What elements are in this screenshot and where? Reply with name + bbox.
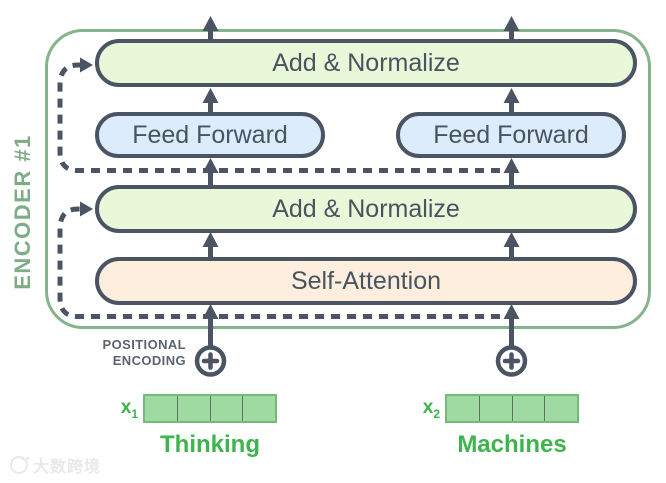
x2-embedding-vector [445,394,579,423]
vector-cell [145,396,178,421]
x1-embedding-vector [143,394,277,423]
encoder-frame [45,29,651,329]
vector-cell [243,396,275,421]
x2-var: x [422,397,434,418]
self-attention-label: Self-Attention [290,266,442,295]
encoder-label: ENCODER #1 [10,134,35,290]
add-normalize-top-label: Add & Normalize [272,48,460,77]
self-attention-box: Self-Attention [95,257,637,305]
plus-circle-icon-left [194,345,227,377]
feed-forward-left-box: Feed Forward [95,112,325,158]
feed-forward-left-label: Feed Forward [132,120,288,149]
input-word-thinking: Thinking [160,431,260,458]
input-word-machines: Machines [457,431,567,458]
watermark-logo-icon [10,456,29,474]
vector-cell [211,396,244,421]
add-normalize-mid-box: Add & Normalize [95,185,637,233]
add-normalize-top-box: Add & Normalize [95,39,637,87]
feed-forward-right-box: Feed Forward [396,112,626,158]
x1-sub: 1 [131,406,138,421]
add-normalize-mid-label: Add & Normalize [272,194,460,223]
positional-encoding-line2: ENCODING [112,353,186,368]
x1-label: x1 [100,397,138,421]
vector-cell [480,396,513,421]
vector-cell [447,396,480,421]
positional-encoding-line1: POSITIONAL [102,337,186,352]
x2-label: x2 [402,397,440,421]
vector-cell [178,396,211,421]
x1-var: x [120,397,132,418]
vector-cell [545,396,577,421]
watermark: 大数跨境 [10,453,101,477]
plus-circle-icon-right [495,345,528,377]
watermark-text: 大数跨境 [33,459,102,476]
feed-forward-right-label: Feed Forward [433,120,589,149]
x2-sub: 2 [433,406,440,421]
vector-cell [513,396,546,421]
positional-encoding-label: POSITIONAL ENCODING [58,337,186,369]
